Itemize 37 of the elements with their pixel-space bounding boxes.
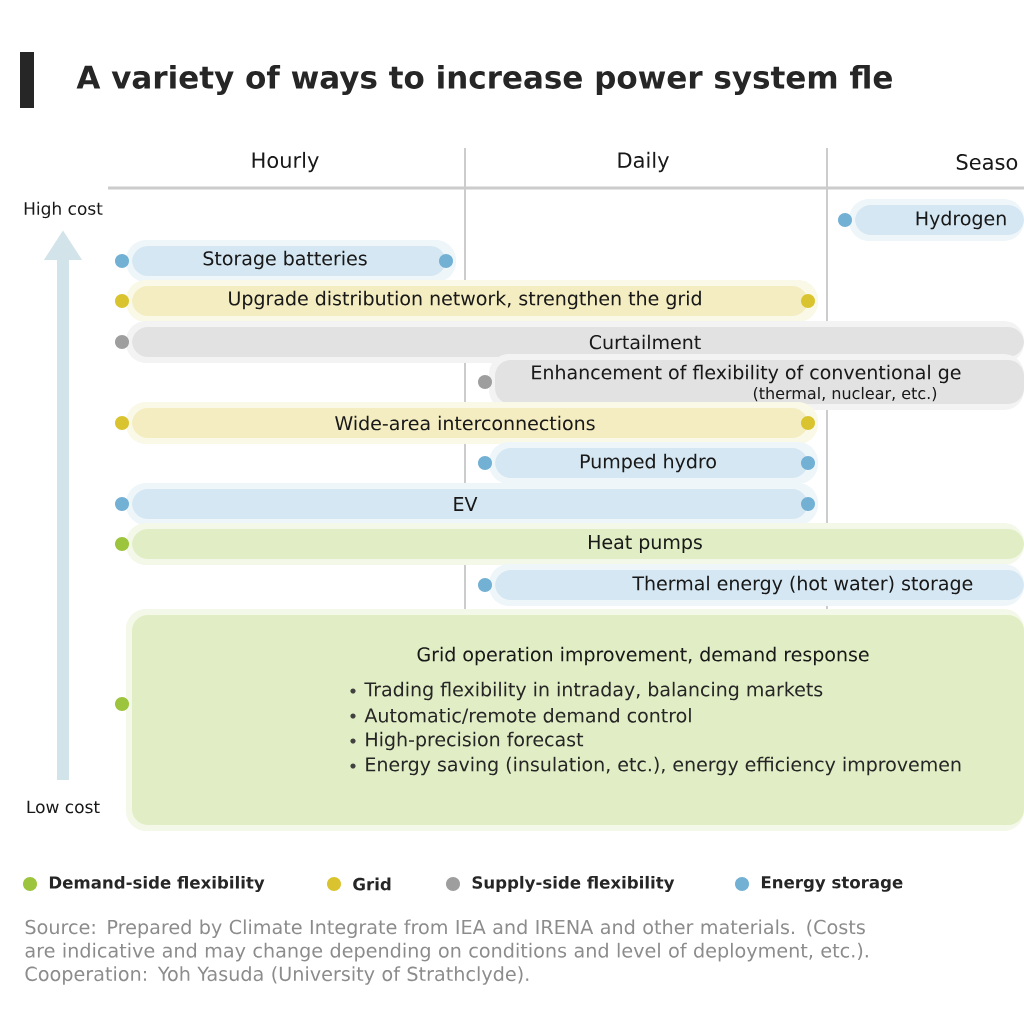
- band-label: Pumped hydro: [580, 453, 716, 473]
- band-label: Curtailment: [589, 334, 701, 350]
- band-label: Wide-area interconnections: [335, 415, 595, 431]
- bullet-item: Energy saving (insulation, etc.), energy efficiency improvemen: [350, 756, 961, 776]
- bullet-item: Automatic/remote demand control: [350, 707, 691, 725]
- column-header: Daily: [618, 151, 669, 173]
- band-label: Enhancement of flexibility of conventional ge: [532, 364, 961, 384]
- legend-label: Demand-side flexibility: [49, 875, 265, 893]
- band-label: Hydrogen: [916, 210, 1006, 230]
- band: [838, 199, 1024, 241]
- band: [115, 483, 818, 525]
- band: [478, 354, 1024, 410]
- column-header: Hourly: [252, 151, 319, 173]
- band-label: (thermal, nuclear, etc.): [753, 386, 937, 402]
- band: [115, 523, 1024, 565]
- band: [115, 609, 1024, 831]
- axis-label: High cost: [24, 201, 103, 219]
- band-label: Upgrade distribution network, strengthen the grid: [229, 290, 701, 310]
- source-note: Source: Prepared by Climate Integrate from IEA and IRENA and other materials. (Costs are indicative and may change depending on conditions and level of deployment, etc.). Cooperation: Yoh Yasuda (University of Strathclyde).: [25, 919, 868, 985]
- legend-label: Supply-side flexibility: [472, 875, 675, 893]
- bullet-item: Trading flexibility in intraday, balancing markets: [350, 681, 823, 701]
- bullet-item: High-precision forecast: [350, 731, 584, 751]
- band-label: Grid operation improvement, demand response: [417, 646, 869, 666]
- band: [478, 564, 1024, 606]
- band-label: Heat pumps: [589, 535, 702, 553]
- column-header: Seaso: [956, 154, 1018, 170]
- axis-label: Low cost: [27, 800, 100, 814]
- band-label: Thermal energy (hot water) storage: [632, 575, 973, 595]
- legend-label: Energy storage: [761, 876, 903, 892]
- band: [478, 442, 818, 484]
- band-label: Storage batteries: [203, 250, 367, 270]
- band: [115, 402, 818, 444]
- legend-label: Grid: [353, 877, 391, 891]
- title: A variety of ways to increase power system fle: [76, 64, 892, 96]
- band-label: EV: [454, 497, 478, 511]
- band: [115, 280, 818, 322]
- band: [115, 240, 456, 282]
